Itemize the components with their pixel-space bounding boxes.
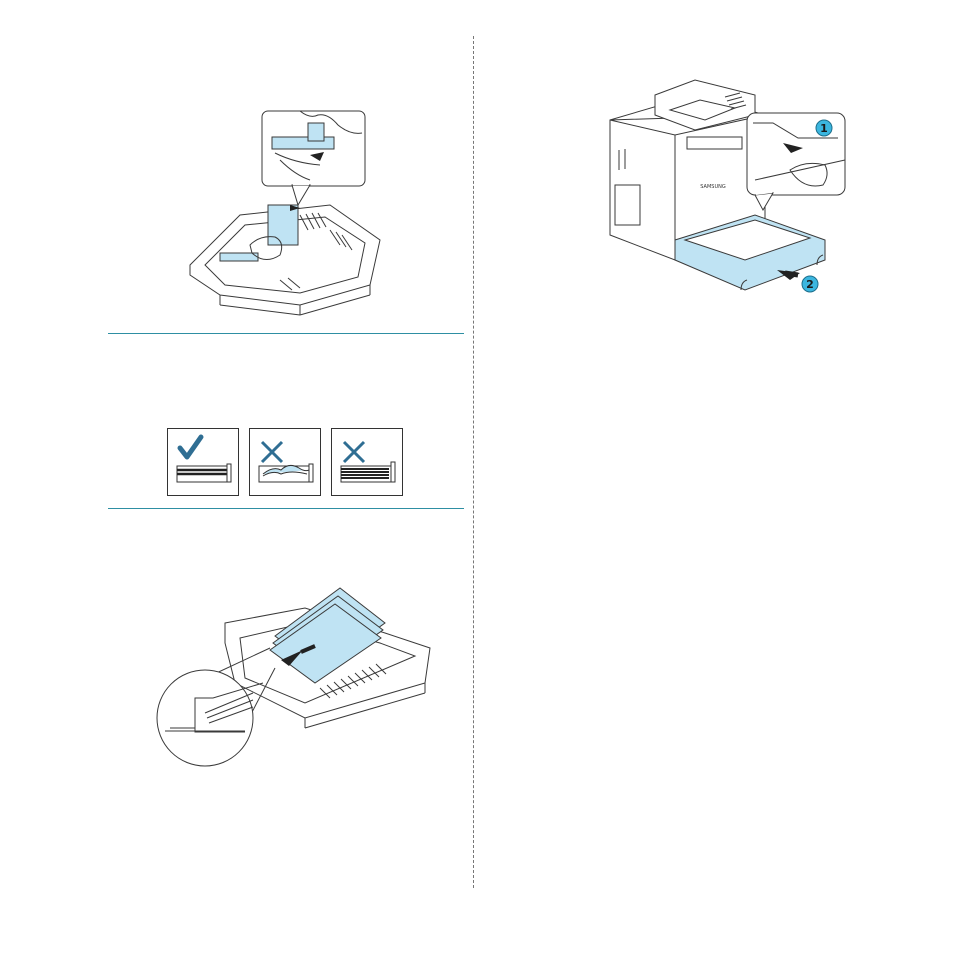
- step-2-badge: 2: [802, 276, 818, 292]
- step-2-label: 2: [806, 278, 814, 291]
- paper-check-panels: [167, 428, 403, 496]
- paper-check-panel-incorrect-1: [249, 428, 321, 496]
- column-divider: [473, 36, 474, 888]
- paper-check-panel-incorrect-2: [331, 428, 403, 496]
- paper-guide-adjust-illustration: [180, 105, 380, 320]
- section-rule-2: [108, 508, 464, 509]
- printer-tray-insert-illustration: SAMSUNG 1 2: [605, 75, 850, 300]
- brand-label: SAMSUNG: [700, 184, 726, 190]
- section-rule-1: [108, 333, 464, 334]
- paper-check-panel-correct: [167, 428, 239, 496]
- paper-tray-load-illustration: [155, 588, 435, 768]
- step-1-badge: 1: [816, 120, 832, 136]
- step-1-label: 1: [820, 122, 828, 135]
